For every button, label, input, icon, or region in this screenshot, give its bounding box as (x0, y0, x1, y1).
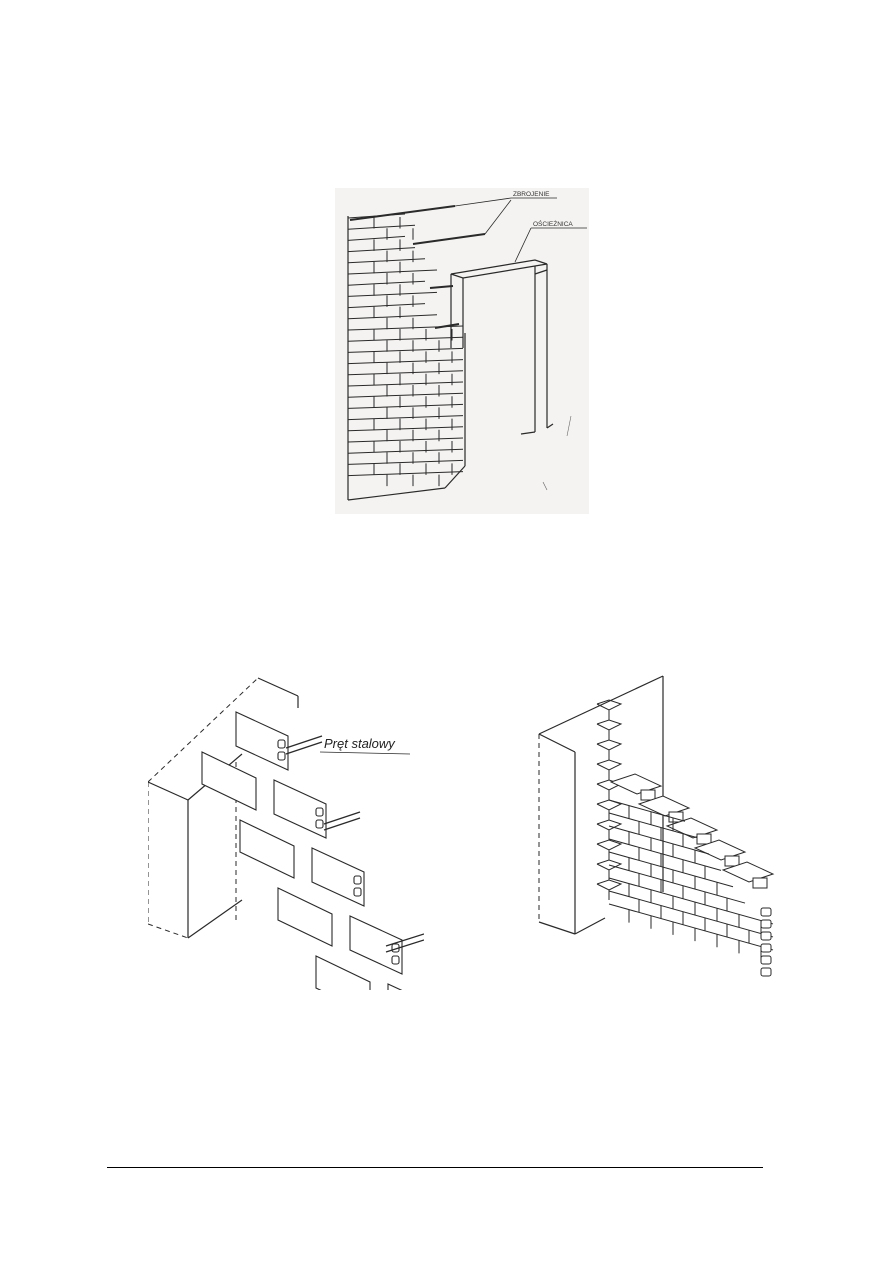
reinforcement-bars (349, 205, 486, 329)
steel-bars (285, 735, 424, 953)
door-frame (450, 259, 554, 435)
figure-brick-wall-junction (535, 672, 779, 990)
brick-wall-drawing (538, 675, 775, 977)
label-door-frame: OŚCIEŻNICA (533, 219, 573, 228)
wall-door-frame-drawing: ZBROJENIE OŚCIEŻNICA (347, 191, 587, 501)
figure-block-wall-junction: Pręt stalowy (148, 672, 424, 990)
figure-wall-door-frame: ZBROJENIE OŚCIEŻNICA (335, 188, 589, 514)
block-wall-drawing: Pręt stalowy (148, 677, 424, 990)
label-reinforcement: ZBROJENIE (513, 191, 550, 198)
label-steel-bar: Pręt stalowy (324, 736, 396, 751)
footer-rule (107, 1167, 763, 1168)
